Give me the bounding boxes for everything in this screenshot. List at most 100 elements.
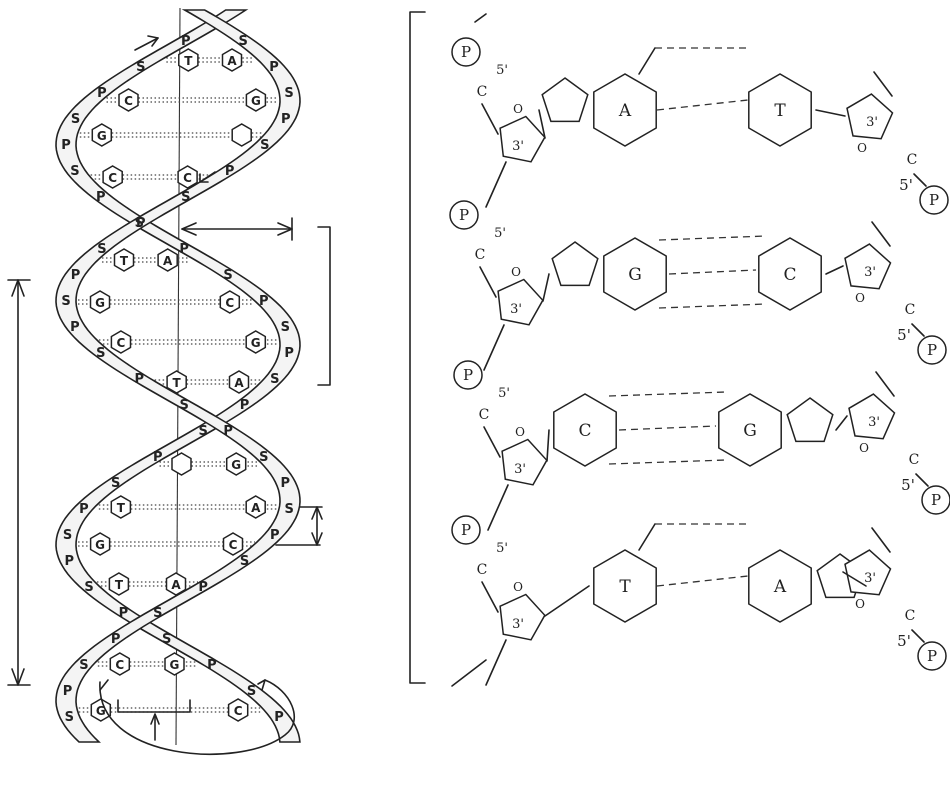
right-phosphate-label: P [927, 341, 937, 359]
bond [487, 484, 509, 531]
helix-base-right [245, 495, 266, 519]
glycosidic-bond [835, 415, 848, 431]
strand-letter-b: P [61, 138, 71, 153]
helix-base-letter: G [97, 129, 107, 143]
helix-base-letter: T [117, 501, 126, 515]
right-base-letter: T [774, 101, 786, 121]
left-carbon-label: C [477, 84, 488, 100]
strand-letter-a: P [70, 320, 80, 335]
strand-letter-a: S [79, 658, 88, 673]
helix-base-letter: G [231, 458, 241, 472]
helix-base-right [164, 652, 185, 676]
helix-base-right [221, 48, 243, 72]
glycosidic-bond [825, 265, 844, 275]
helix-base-letter: G [251, 336, 261, 350]
helix-base-right [227, 698, 249, 722]
radius-arrow [181, 217, 293, 241]
strand-letter-a: P [71, 268, 81, 283]
right-five-prime-label: 5' [901, 476, 915, 494]
bond [875, 371, 895, 397]
left-carbon-label: C [479, 407, 490, 423]
left-carbon-label: C [477, 562, 488, 578]
helix-base-letter: C [229, 538, 238, 552]
left-three-prime-label: 3' [510, 302, 522, 317]
left-phosphate-circle [453, 360, 483, 390]
right-base-hexagon [718, 393, 782, 467]
right-sugar-ring [848, 393, 896, 440]
strand-letter-b: P [65, 554, 75, 569]
strand-letter-a: P [281, 476, 291, 491]
right-three-prime-label: 3' [866, 115, 878, 130]
helix-base-letter: C [234, 704, 243, 718]
bond [913, 173, 927, 187]
bond [483, 426, 501, 458]
major-groove-bracket [317, 226, 331, 386]
helix-base-left [102, 165, 123, 189]
nucleotide-pair-row [481, 523, 925, 686]
strand-letter-b: P [96, 190, 106, 205]
left-sugar-ring [499, 115, 546, 163]
backbone-ribbons [55, 9, 301, 743]
strand-letter-b: P [119, 606, 129, 621]
strand-letter-a: P [281, 112, 291, 127]
bond [638, 523, 656, 551]
strand-letter-a: S [240, 554, 249, 569]
helix-base-letter: G [95, 296, 105, 310]
strand-letter-a: S [285, 502, 294, 517]
right-carbon-label: C [905, 302, 916, 318]
left-carbon-label: C [475, 247, 486, 263]
strand-letter-a: S [239, 34, 248, 49]
helix-base-right [177, 165, 198, 189]
strand-letter-b: P [274, 710, 284, 725]
helix-base-left [89, 532, 111, 556]
strand-letter-a: S [61, 294, 70, 309]
base-spacing-marker [275, 506, 323, 546]
helix-base-letter: T [115, 578, 124, 592]
bond [911, 323, 925, 337]
right-carbon-label: C [909, 452, 920, 468]
left-three-prime-label: 3' [514, 462, 526, 477]
left-base-hexagon [553, 393, 617, 467]
glycosidic-bond [538, 109, 546, 139]
helix-base-letter: A [234, 376, 244, 390]
right-base-hexagon [748, 549, 812, 623]
strand-letter-a: P [135, 372, 145, 387]
helix-base-letter: C [108, 171, 117, 185]
helix-base-right [231, 123, 252, 147]
left-three-prime-label: 3' [512, 139, 524, 154]
strand-letter-b: S [199, 424, 208, 439]
strand-letter-b: S [162, 632, 171, 647]
helix-base-left [118, 88, 139, 112]
helix-base-left [89, 290, 111, 314]
strand-letter-b: S [281, 320, 290, 335]
strand-letter-a: P [63, 684, 73, 699]
base-pair-rung: G [79, 123, 264, 147]
helix-base-letter: G [95, 538, 105, 552]
strand-letter-b: S [270, 372, 279, 387]
left-phosphate-label: P [463, 366, 473, 384]
strand-letter-b: P [240, 398, 250, 413]
left-sugar-ring [497, 278, 544, 326]
hydrogen-bond [656, 575, 749, 587]
strand-ribbon-front [55, 9, 301, 743]
left-sugar-ring [499, 593, 546, 641]
bond [481, 581, 499, 613]
right-three-prime-label: 3' [868, 415, 880, 430]
strand-letter-b: S [71, 112, 80, 127]
left-phosphate-label: P [459, 206, 469, 224]
bond [485, 161, 507, 208]
right-phosphate-circle [917, 641, 947, 671]
helix-base-letter: C [115, 658, 124, 672]
helix-base-right [245, 88, 267, 112]
left-base-letter: T [619, 577, 631, 597]
right-carbon-label: C [907, 152, 918, 168]
helix-base-letter: G [251, 94, 261, 108]
left-base-hexagon [593, 549, 657, 623]
left-five-prime-label: 5' [496, 63, 508, 78]
